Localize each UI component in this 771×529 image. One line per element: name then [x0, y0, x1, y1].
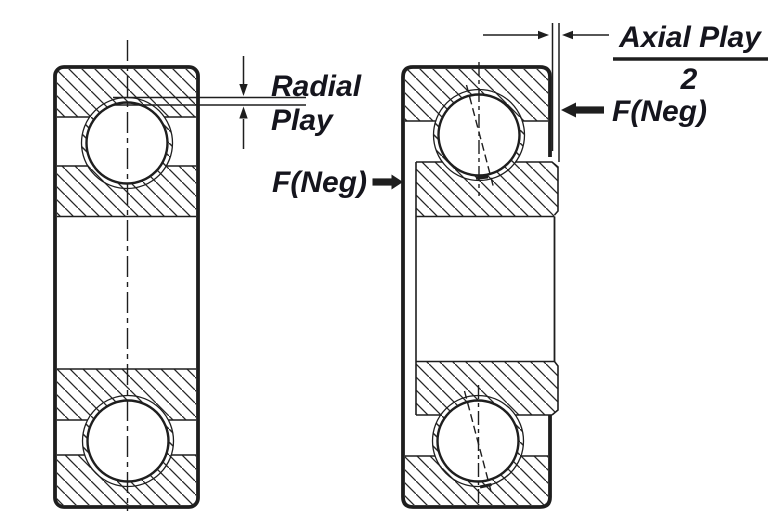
axial-play-extension-lines	[551, 23, 560, 162]
right-bearing-outline	[401, 65, 552, 509]
right-ring-boundaries	[405, 120, 559, 457]
force-arrow-left-icon	[372, 174, 403, 190]
force-annotations: F(Neg) F(Neg)	[272, 95, 707, 199]
f-neg-label-right: F(Neg)	[612, 95, 707, 128]
radial-play-label-line2: Play	[271, 104, 334, 137]
axial-play-numerator: Axial Play	[618, 21, 762, 54]
radial-play-dimension-lines	[113, 96, 306, 106]
right-contact-angle-lines	[463, 62, 495, 503]
left-ring-boundaries	[57, 116, 196, 456]
radial-play-dimension: Radial Play	[113, 56, 362, 149]
top-contact-tick	[475, 175, 489, 180]
left-arrow-icon	[562, 30, 609, 40]
axial-play-fraction: Axial Play 2	[613, 21, 768, 96]
down-arrow-icon	[239, 56, 248, 96]
f-neg-label-left: F(Neg)	[272, 166, 367, 199]
left-bearing-drawing	[53, 40, 200, 511]
radial-play-label-line1: Radial	[271, 70, 362, 103]
axial-play-dimension: Axial Play 2	[483, 21, 768, 96]
force-arrow-right-icon	[561, 102, 604, 118]
right-arrow-icon	[483, 30, 549, 40]
right-bearing-drawing	[401, 23, 560, 509]
bottom-contact-tick	[479, 483, 492, 489]
left-bearing-outline	[53, 65, 200, 509]
axial-play-denominator: 2	[680, 63, 698, 96]
up-arrow-icon	[239, 106, 248, 149]
